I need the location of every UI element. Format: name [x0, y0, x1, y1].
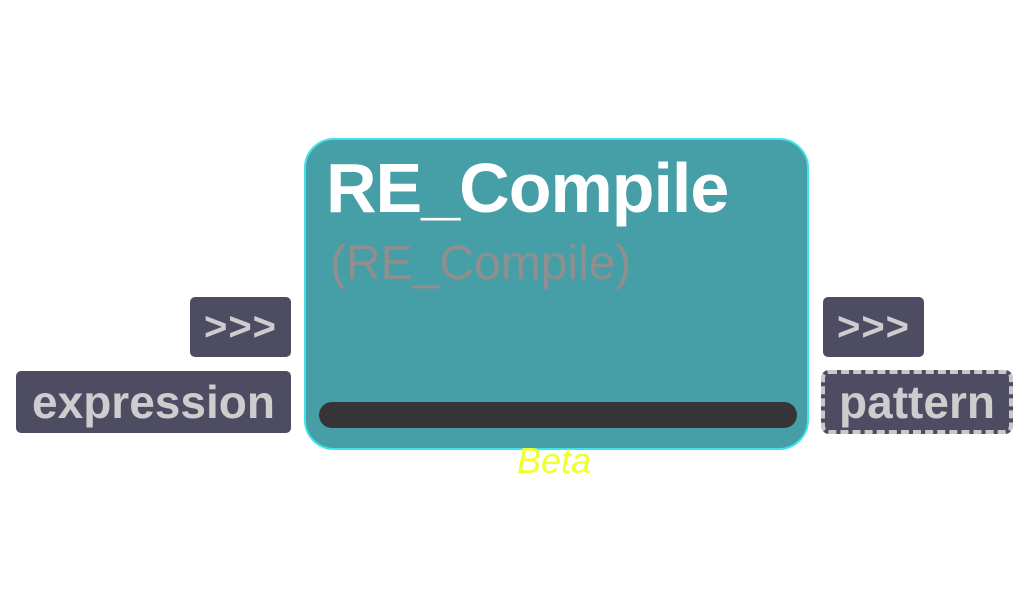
output-exec-pin[interactable]: >>> — [823, 297, 924, 357]
node-title: RE_Compile — [326, 149, 729, 227]
input-exec-pin[interactable]: >>> — [190, 297, 291, 357]
input-expression-pin[interactable]: expression — [16, 371, 291, 433]
node-progress-bar — [319, 402, 797, 428]
node-subtitle: (RE_Compile) — [330, 237, 632, 290]
beta-badge: Beta — [517, 440, 592, 481]
output-pattern-pin[interactable]: pattern — [821, 370, 1013, 434]
re-compile-node[interactable]: RE_Compile (RE_Compile) — [304, 138, 809, 450]
